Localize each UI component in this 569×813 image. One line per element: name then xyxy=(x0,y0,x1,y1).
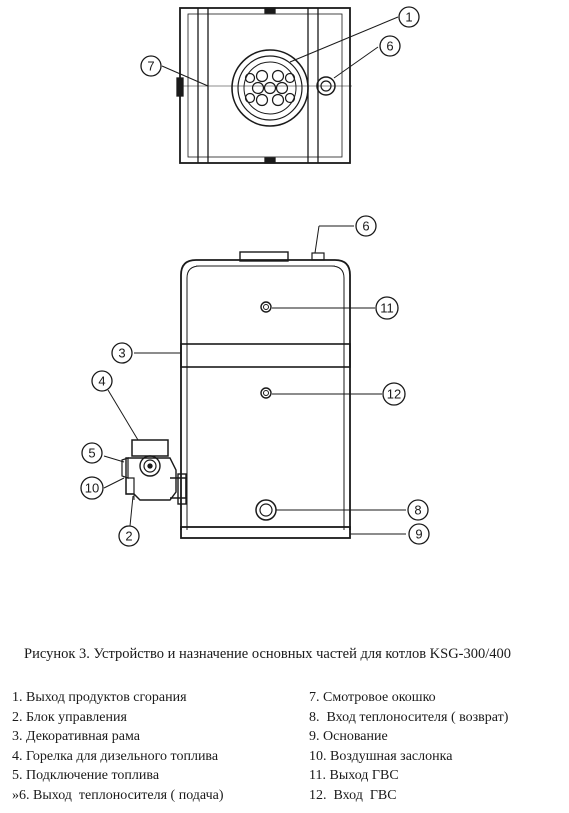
supply-outlet-outer xyxy=(316,76,336,96)
flue-collar xyxy=(239,251,289,262)
fuel-connection xyxy=(125,477,135,495)
front-view xyxy=(121,251,351,539)
legend-item: 12. Вход ГВС xyxy=(309,787,397,803)
flue-outlet-core xyxy=(243,61,297,115)
svg-text:6: 6 xyxy=(386,39,393,54)
callout-10: 10 xyxy=(80,476,104,500)
supply-outlet-inner xyxy=(320,80,332,92)
boiler-body-outline xyxy=(180,259,351,530)
svg-text:9: 9 xyxy=(415,527,422,542)
burner-flange xyxy=(177,473,187,505)
svg-text:3: 3 xyxy=(118,346,125,361)
callout-12: 12 xyxy=(382,382,406,406)
callout-5: 5 xyxy=(81,442,103,464)
supply-nozzle-top xyxy=(311,252,325,261)
decorative-frame-band xyxy=(180,343,351,368)
legend-item: 5. Подключение топлива xyxy=(12,768,160,784)
dhw-outlet xyxy=(260,301,272,313)
callout-4: 4 xyxy=(91,370,113,392)
top-view-notch-top xyxy=(264,7,276,14)
legend-left: 1. Выход продуктов сгорания 2. Блок упра… xyxy=(12,688,302,806)
svg-text:1: 1 xyxy=(405,10,412,25)
leader-lines xyxy=(103,16,406,535)
callout-6-top: 6 xyxy=(379,35,401,57)
flue-tubes xyxy=(244,69,296,107)
flue-outlet-outer xyxy=(231,49,309,127)
legend-item: 2. Блок управления xyxy=(12,709,127,725)
top-view-inner-panel xyxy=(187,13,343,158)
legend-item: »6. Выход теплоносителя ( подача) xyxy=(12,787,224,803)
air-damper xyxy=(121,457,129,479)
burner-fan-outer xyxy=(139,455,161,477)
svg-text:10: 10 xyxy=(85,481,99,496)
svg-text:7: 7 xyxy=(147,59,154,74)
return-inlet-inner xyxy=(259,503,273,517)
boiler-drawing: 1 6 7 6 11 3 4 12 5 10 8 9 2 xyxy=(80,6,430,547)
burner-assembly xyxy=(121,439,187,505)
base-plate xyxy=(180,526,351,539)
burner-fan-inner xyxy=(143,459,157,473)
callout-6-front: 6 xyxy=(355,215,377,237)
callout-11: 11 xyxy=(375,296,399,320)
callout-8: 8 xyxy=(407,499,429,521)
return-inlet xyxy=(255,499,277,521)
top-view xyxy=(176,7,352,164)
top-view-notch-bottom xyxy=(264,157,276,164)
legend-item: 9. Основание xyxy=(309,729,388,745)
flue-outlet-inner xyxy=(237,55,303,121)
callout-7: 7 xyxy=(140,55,162,77)
callout-2: 2 xyxy=(118,525,140,547)
svg-text:11: 11 xyxy=(380,301,394,316)
burner-fan-hub xyxy=(147,463,153,469)
legend-item: 8. Вход теплоносителя ( возврат) xyxy=(309,709,509,725)
svg-text:5: 5 xyxy=(88,446,95,461)
figure-caption: Рисунок 3. Устройство и назначение основ… xyxy=(24,646,512,662)
legend-right: 7. Смотровое окошко 8. Вход теплоносител… xyxy=(309,688,567,806)
sight-glass-top xyxy=(176,77,184,97)
callout-9: 9 xyxy=(408,523,430,545)
svg-text:12: 12 xyxy=(387,387,401,402)
svg-text:4: 4 xyxy=(98,374,105,389)
callout-1: 1 xyxy=(398,6,420,28)
svg-text:2: 2 xyxy=(125,529,132,544)
legend-item: 3. Декоративная рама xyxy=(12,729,140,745)
legend-item: 4. Горелка для дизельного топлива xyxy=(12,748,219,764)
legend-item: 10. Воздушная заслонка xyxy=(309,748,453,764)
svg-text:6: 6 xyxy=(362,219,369,234)
svg-text:8: 8 xyxy=(414,503,421,518)
dhw-inlet xyxy=(260,387,272,399)
dhw-inlet-inner xyxy=(263,390,269,396)
control-unit-box xyxy=(131,439,169,457)
legend-item: 11. Выход ГВС xyxy=(309,768,399,784)
dhw-outlet-inner xyxy=(263,304,269,310)
legend-item: 7. Смотровое окошко xyxy=(309,690,436,705)
callout-3: 3 xyxy=(111,342,133,364)
legend-item: 1. Выход продуктов сгорания xyxy=(12,690,187,705)
